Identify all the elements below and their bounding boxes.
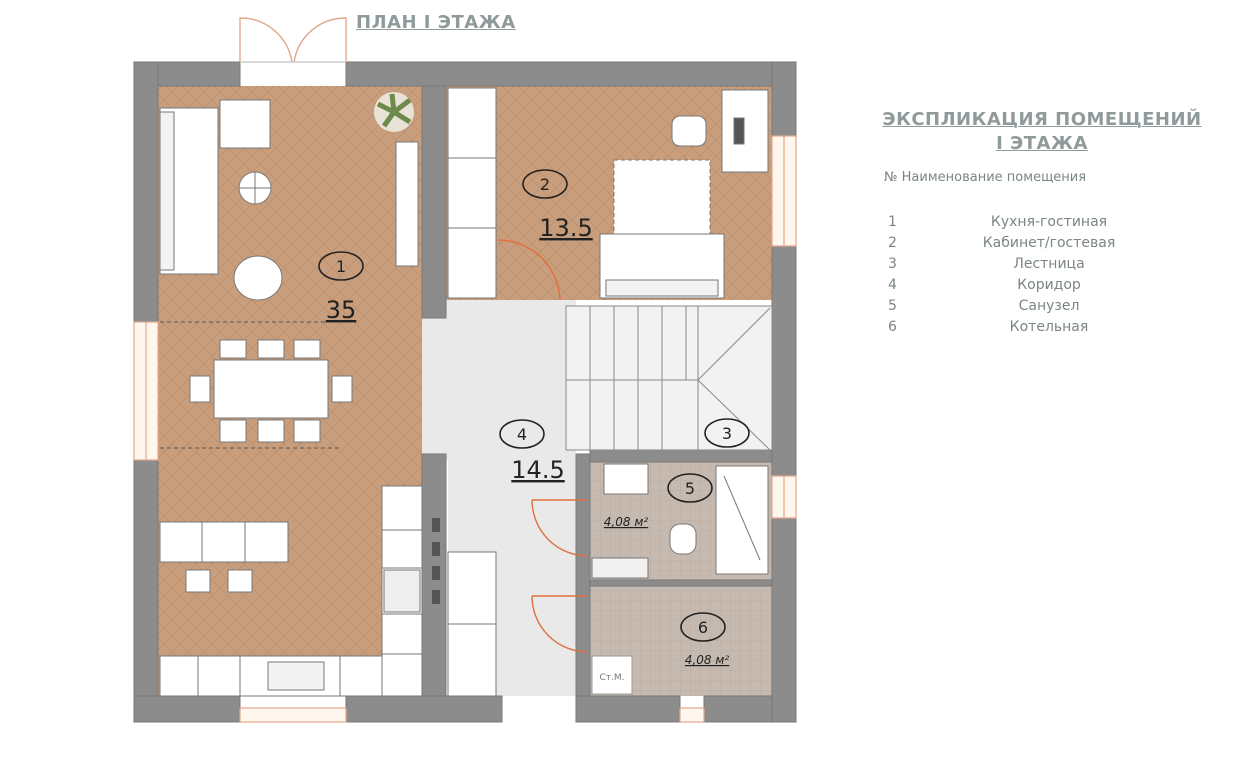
explication-row: 6 Котельная	[884, 319, 1184, 339]
room-4-number: 4	[517, 425, 527, 444]
stair-floor	[566, 306, 772, 450]
bed-sofa	[613, 159, 711, 237]
explication-row: 5 Санузел	[884, 298, 1184, 318]
sink	[267, 661, 325, 691]
dining-table	[213, 359, 329, 419]
corridor-floor-2	[422, 300, 448, 460]
bathroom-fixtures	[591, 463, 769, 579]
plan-title: ПЛАН I ЭТАЖА	[356, 12, 516, 33]
room-5-area: 4,08 м²	[604, 515, 649, 529]
explication-name: Лестница	[1013, 256, 1085, 272]
corridor-cabinet	[447, 551, 497, 697]
boiler	[591, 655, 633, 695]
pouf	[233, 255, 283, 301]
tv-stand	[395, 141, 419, 267]
explication-row: 4 Коридор	[884, 277, 1184, 297]
room-badges	[318, 169, 750, 642]
walls	[133, 61, 797, 723]
entrance-door[interactable]	[239, 17, 347, 63]
study-door[interactable]	[497, 239, 561, 301]
boiler-label: Ст.М.	[599, 673, 624, 683]
armchair	[219, 99, 271, 149]
office-chair	[671, 115, 707, 147]
desk	[721, 89, 769, 173]
explication-num: 5	[888, 298, 897, 314]
explication-name: Кабинет/гостевая	[982, 235, 1116, 251]
staircase	[565, 305, 773, 451]
room-6-area: 4,08 м²	[685, 653, 730, 667]
wardrobe	[447, 87, 497, 299]
windows	[133, 135, 797, 723]
toilet	[669, 523, 697, 555]
explication-name: Котельная	[1009, 319, 1089, 335]
explication-row: 2 Кабинет/гостевая	[884, 235, 1184, 255]
room-2-area: 13.5	[539, 214, 592, 242]
bar-stool	[227, 569, 253, 593]
explication-row: 3 Лестница	[884, 256, 1184, 276]
room-3-number: 3	[722, 424, 732, 443]
explication-name: Коридор	[1017, 277, 1081, 293]
room-6-number: 6	[698, 618, 708, 637]
explication-header: № Наименование помещения	[884, 170, 1087, 185]
explication-num: 2	[888, 235, 897, 251]
study-furniture	[447, 87, 769, 299]
explication-num: 6	[888, 319, 897, 335]
bathtub	[715, 465, 769, 575]
explication-title: ЭКСПЛИКАЦИЯ ПОМЕЩЕНИЙ I ЭТАЖА	[862, 108, 1222, 156]
explication-row: 1 Кухня-гостиная	[884, 214, 1184, 234]
explication-title-line1: ЭКСПЛИКАЦИЯ ПОМЕЩЕНИЙ	[882, 109, 1202, 130]
plant-icon	[374, 92, 414, 132]
oven-icons	[432, 518, 440, 604]
room-4-area: 14.5	[511, 456, 564, 484]
explication-name: Санузел	[1018, 298, 1080, 314]
room-2-number: 2	[540, 175, 550, 194]
explication-num: 3	[888, 256, 897, 272]
kitchen-island	[159, 521, 289, 563]
washbasin	[603, 463, 649, 495]
explication-num: 4	[888, 277, 897, 293]
bar-stool	[185, 569, 211, 593]
bathroom-door[interactable]	[531, 499, 589, 557]
explication-num: 1	[888, 214, 897, 230]
explication-name: Кухня-гостиная	[990, 214, 1108, 230]
room-1-area: 35	[326, 296, 357, 324]
zone-lines	[160, 321, 340, 449]
room-5-number: 5	[685, 479, 695, 498]
room-1-number: 1	[336, 257, 346, 276]
stove	[383, 569, 421, 613]
boiler-room-door[interactable]	[531, 595, 589, 653]
living-furniture	[159, 99, 423, 697]
explication-title-line2: I ЭТАЖА	[996, 133, 1088, 154]
